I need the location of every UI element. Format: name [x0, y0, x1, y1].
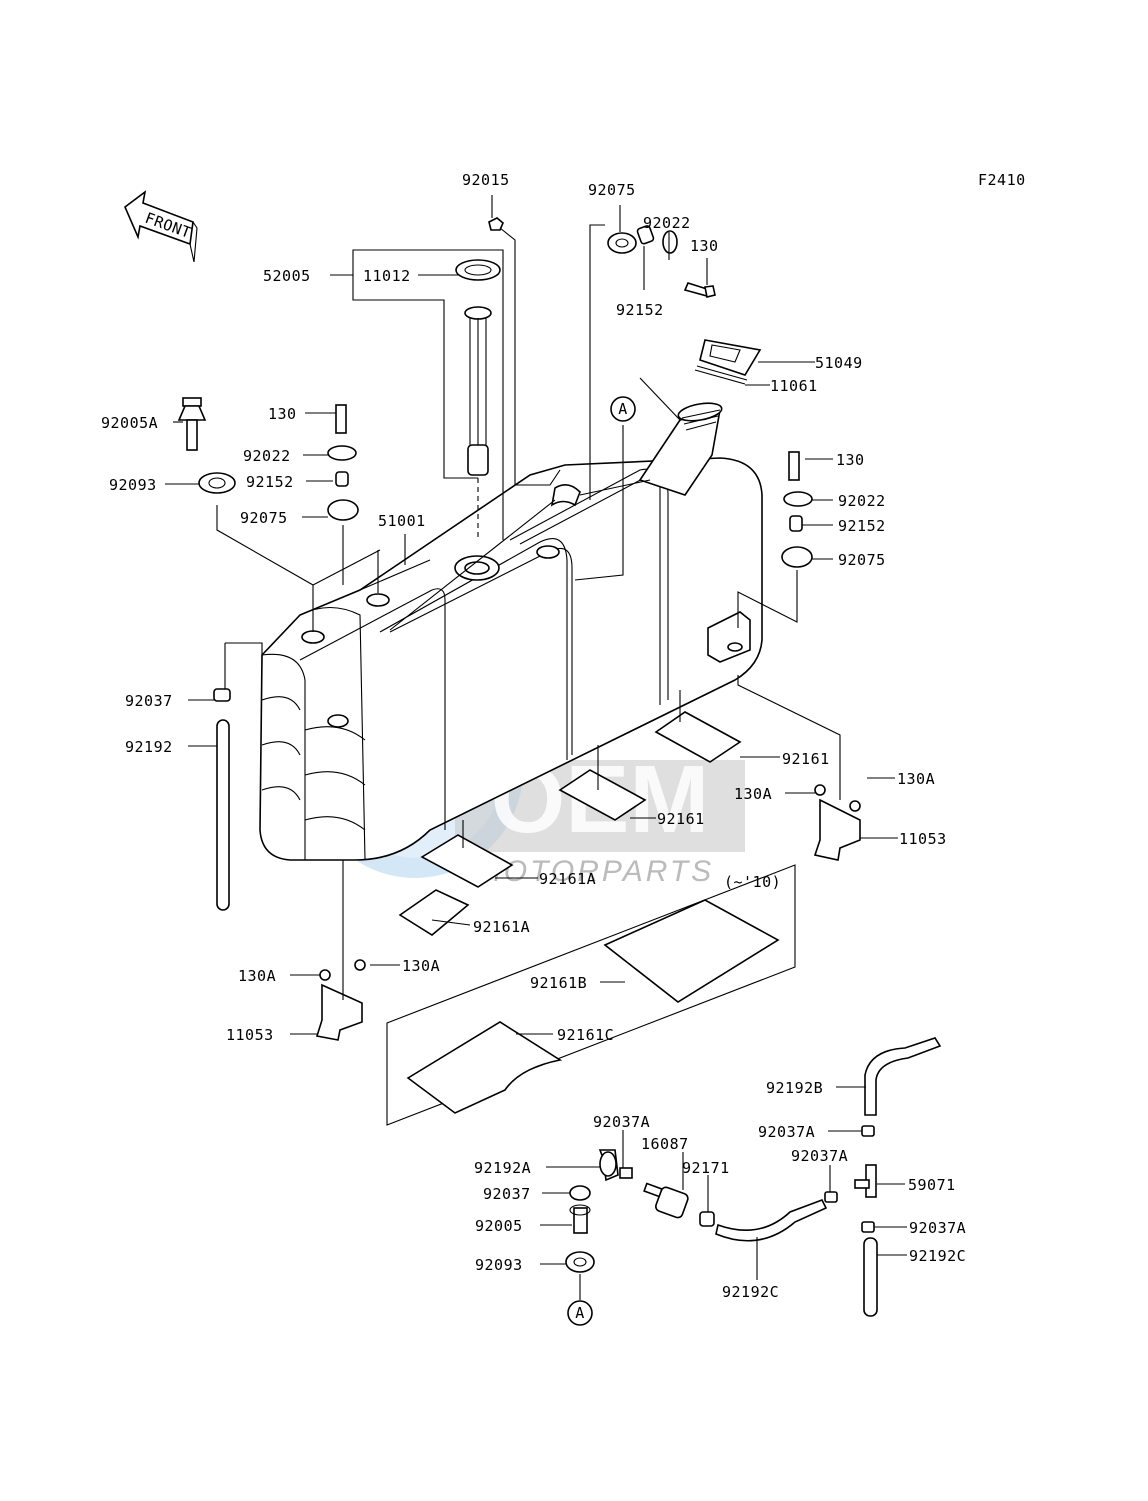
fuel-sender-unit — [455, 259, 501, 540]
label-92037A-3: 92037A — [791, 1147, 848, 1165]
label-92152-left: 92152 — [246, 473, 294, 491]
label-92161A-1: 92161A — [539, 870, 596, 888]
label-92022-top: 92022 — [643, 214, 691, 232]
watermark-sub: MOTORPARTS — [476, 855, 714, 888]
label-92192C-2: 92192C — [722, 1283, 779, 1301]
label-92005A: 92005A — [101, 414, 158, 432]
label-92152-right: 92152 — [838, 517, 886, 535]
label-130-left: 130 — [268, 405, 297, 423]
label-16087: 16087 — [641, 1135, 689, 1153]
label-92161-a: 92161 — [782, 750, 830, 768]
label-130-right: 130 — [836, 451, 865, 469]
label-130A-left-1: 130A — [238, 967, 276, 985]
label-92037A-4: 92037A — [909, 1219, 966, 1237]
label-92161-b: 92161 — [657, 810, 705, 828]
label-130-top: 130 — [690, 237, 719, 255]
label-92022-right: 92022 — [838, 492, 886, 510]
label-130A-left-2: 130A — [402, 957, 440, 975]
label-92161B: 92161B — [530, 974, 587, 992]
hardware — [177, 217, 942, 1317]
label-11061: 11061 — [770, 377, 818, 395]
model-year-note: (~'10) — [724, 873, 781, 891]
label-92093-left: 92093 — [109, 476, 157, 494]
label-92192A: 92192A — [474, 1159, 531, 1177]
label-59071: 59071 — [908, 1176, 956, 1194]
label-92005-bottom: 92005 — [475, 1217, 523, 1235]
label-11012: 11012 — [363, 267, 411, 285]
label-92022-left: 92022 — [243, 447, 291, 465]
callout-a-bottom-label: A — [575, 1304, 585, 1322]
part-labels: 92015 92075 92022 130 92152 52005 11012 … — [101, 171, 966, 1301]
label-92152-top: 92152 — [616, 301, 664, 319]
label-130A-right-1: 130A — [734, 785, 772, 803]
label-51001: 51001 — [378, 512, 426, 530]
label-92171: 92171 — [682, 1159, 730, 1177]
label-92037-bottom: 92037 — [483, 1185, 531, 1203]
front-arrow-icon: FRONT — [124, 190, 198, 263]
label-92075-right: 92075 — [838, 551, 886, 569]
label-92192B: 92192B — [766, 1079, 823, 1097]
label-92161A-2: 92161A — [473, 918, 530, 936]
label-92015: 92015 — [462, 171, 510, 189]
label-92037A-1: 92037A — [593, 1113, 650, 1131]
label-92192C-1: 92192C — [909, 1247, 966, 1265]
label-92075-top: 92075 — [588, 181, 636, 199]
label-11053-left: 11053 — [226, 1026, 274, 1044]
label-92192-left: 92192 — [125, 738, 173, 756]
label-92075-left: 92075 — [240, 509, 288, 527]
callout-a-bottom: A — [567, 1300, 593, 1326]
label-11053-right: 11053 — [899, 830, 947, 848]
leader-lines — [165, 195, 907, 1280]
diagram-code: F2410 — [978, 171, 1026, 189]
label-92037A-2: 92037A — [758, 1123, 815, 1141]
label-92161C: 92161C — [557, 1026, 614, 1044]
callout-a-top: A — [610, 396, 636, 422]
fuel-tank — [259, 402, 763, 861]
label-130A-right-2: 130A — [897, 770, 935, 788]
label-52005: 52005 — [263, 267, 311, 285]
label-92093-bottom: 92093 — [475, 1256, 523, 1274]
label-92037-left: 92037 — [125, 692, 173, 710]
callout-a-top-label: A — [618, 400, 628, 418]
label-51049: 51049 — [815, 354, 863, 372]
